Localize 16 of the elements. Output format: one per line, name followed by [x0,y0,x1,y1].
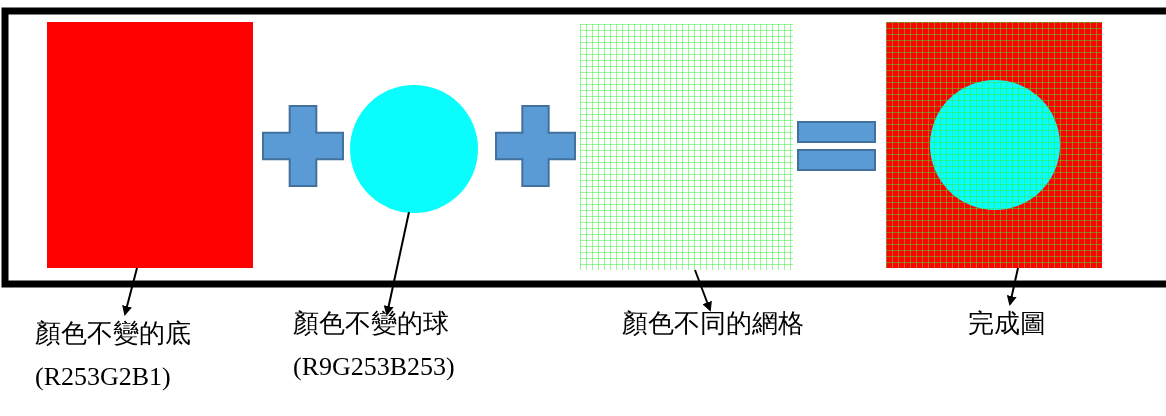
composite-image [886,22,1102,268]
caption-text: (R253G2B1) [35,361,171,393]
leader-arrow [694,269,712,312]
equals-sign [798,122,875,170]
plus-sign [263,106,343,186]
caption-text: 完成圖 [968,308,1046,340]
caption-text: 顏色不同的網格 [622,308,804,340]
caption-text: (R9G253B253) [293,351,455,383]
leader-arrow [383,211,410,316]
leader-arrow [122,267,138,316]
ball-circle [350,85,478,213]
plus-sign [496,106,575,186]
base-rectangle [47,22,253,268]
grid-pattern [580,24,793,270]
caption-text: 顏色不變的球 [293,308,449,340]
caption-text: 顏色不變的底 [35,318,191,350]
